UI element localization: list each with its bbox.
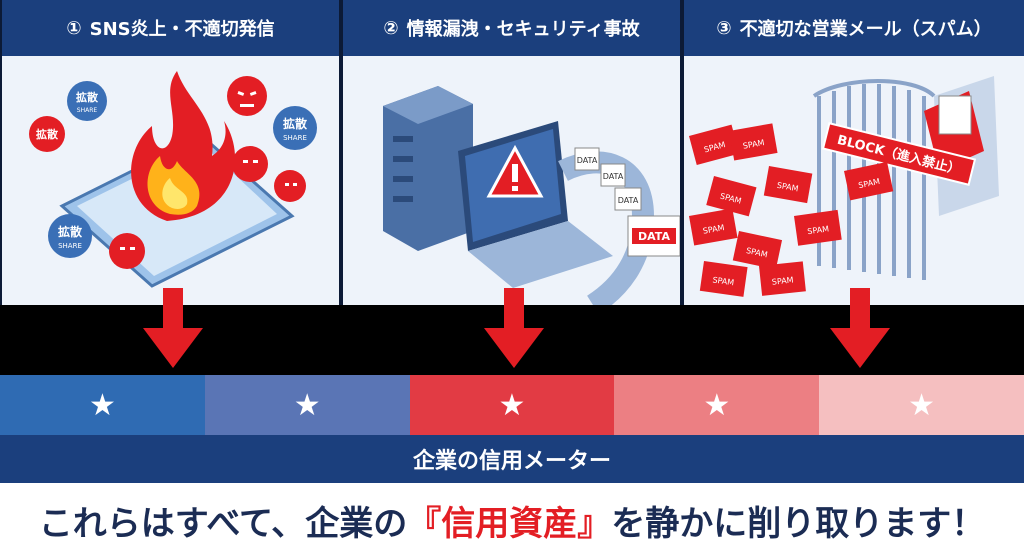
spread-label: 拡散 <box>58 224 83 239</box>
data-label: DATA <box>638 230 670 243</box>
data-label: DATA <box>603 172 624 181</box>
server-icon <box>383 86 473 251</box>
panel-sns: ① SNS炎上・不適切発信 <box>0 0 339 305</box>
panel-leak-illustration: DATA DATA DATA DATA <box>343 56 681 315</box>
panel-title: SNS炎上・不適切発信 <box>89 19 275 40</box>
share-label: SHARE <box>58 242 82 250</box>
meter-segment: ★ <box>819 375 1024 435</box>
panel-number: ③ <box>716 17 732 39</box>
spread-label: 拡散 <box>36 127 59 141</box>
spread-label: 拡散 <box>283 116 308 131</box>
svg-text:SPAM: SPAM <box>858 177 881 190</box>
meter-segment: ★ <box>0 375 205 435</box>
laptop-icon <box>458 121 613 288</box>
star-icon: ★ <box>88 387 116 423</box>
credit-meter: ★ ★ ★ ★ ★ <box>0 375 1024 435</box>
spread-label: 拡散 <box>76 90 99 104</box>
panel-leak: ② 情報漏洩・セキュリティ事故 DATA <box>341 0 681 315</box>
star-icon: ★ <box>293 387 321 423</box>
share-bubble-icon <box>29 81 317 258</box>
spam-envelope-icon: SPAM SPAM SPAM SPAM SPAM SPAM SPAM SPAM … <box>689 123 894 297</box>
svg-text:SPAM: SPAM <box>712 275 735 287</box>
angry-face-icon <box>109 76 306 269</box>
svg-text:SPAM: SPAM <box>742 138 765 151</box>
panel-spam-illustration: BLOCK（進入禁止） SPAM SPAM SPAM SPAM SPAM SPA… <box>684 56 1024 305</box>
svg-text:SPAM: SPAM <box>776 181 799 194</box>
panel-sns-header: ① SNS炎上・不適切発信 <box>2 0 339 56</box>
panel-spam: ③ 不適切な営業メール（スパム） BLOCK（進入禁止） SPAM SPAM S… <box>682 0 1024 305</box>
share-label: SHARE <box>77 107 98 114</box>
footer-text-after: を静かに削り取ります！ <box>611 504 986 544</box>
meter-segment: ★ <box>614 375 820 435</box>
fire-icon <box>131 71 236 221</box>
warning-icon <box>486 144 544 198</box>
data-label: DATA <box>577 156 598 165</box>
panel-title: 不適切な営業メール（スパム） <box>739 19 992 40</box>
panel-spam-header: ③ 不適切な営業メール（スパム） <box>684 0 1024 56</box>
star-icon: ★ <box>498 387 526 423</box>
panel-title: 情報漏洩・セキュリティ事故 <box>406 19 640 40</box>
panel-number: ② <box>383 17 399 39</box>
footer-text-before: これらはすべて、企業の <box>38 504 408 544</box>
svg-text:SPAM: SPAM <box>771 275 794 286</box>
star-icon: ★ <box>703 387 731 423</box>
down-arrow-icon <box>830 288 890 368</box>
svg-text:SPAM: SPAM <box>745 246 768 259</box>
svg-text:SPAM: SPAM <box>807 224 830 236</box>
meter-label: 企業の信用メーター <box>0 435 1024 483</box>
data-label: DATA <box>618 196 639 205</box>
panel-leak-header: ② 情報漏洩・セキュリティ事故 <box>343 0 680 56</box>
meter-segment: ★ <box>409 375 615 435</box>
footer-highlight: 『信用資産』 <box>407 504 612 544</box>
svg-text:SPAM: SPAM <box>702 223 725 236</box>
meter-segment: ★ <box>204 375 410 435</box>
footer-message: これらはすべて、企業の 『信用資産』 を静かに削り取ります！ <box>0 483 1024 558</box>
share-label: SHARE <box>283 134 307 142</box>
down-arrow-icon <box>143 288 203 368</box>
panel-number: ① <box>66 17 82 39</box>
star-icon: ★ <box>908 387 936 423</box>
down-arrow-icon <box>484 288 544 368</box>
panel-sns-illustration: 拡散 SHARE 拡散 拡散 SHARE 拡散 SHARE <box>2 56 339 305</box>
